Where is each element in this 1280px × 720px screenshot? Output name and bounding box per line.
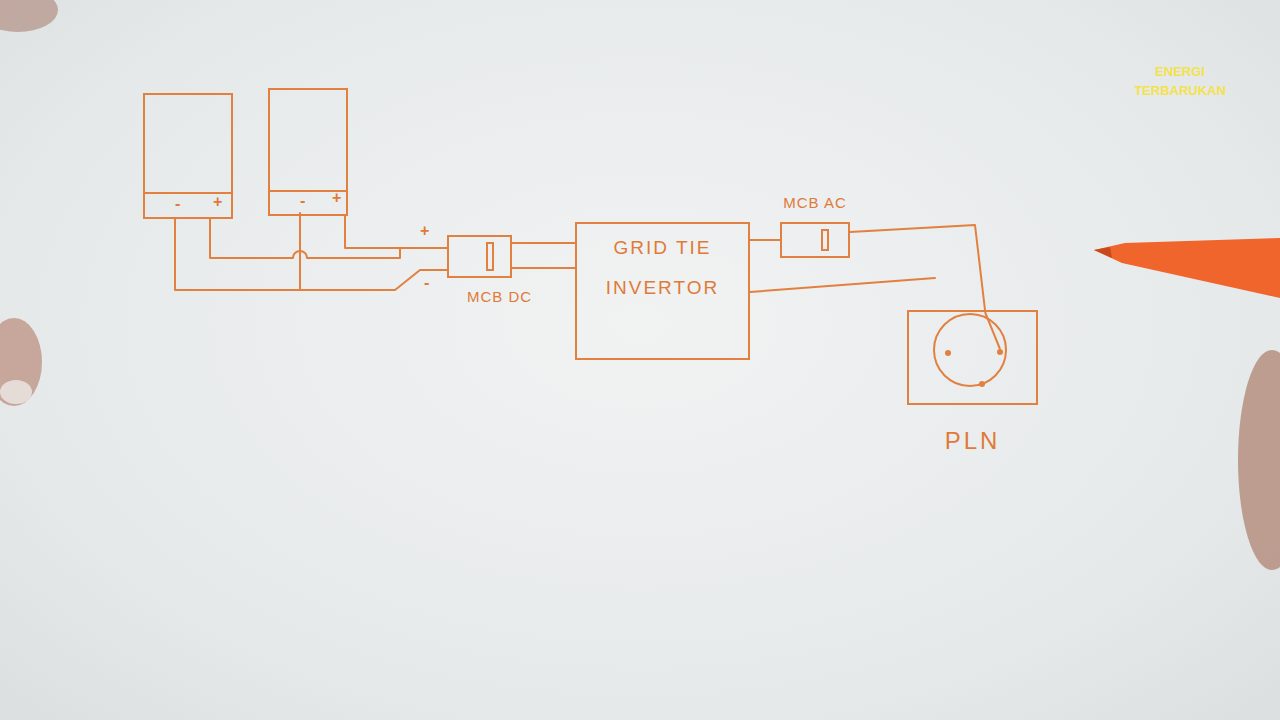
wire-connector [512, 242, 575, 244]
component-label: GRID TIE INVERTOR [588, 228, 738, 308]
socket-symbol [909, 312, 1036, 403]
polarity-label: + [420, 220, 429, 242]
wire-connector [750, 239, 780, 241]
component-label: PLN [945, 427, 1001, 455]
positive-wire [210, 218, 400, 258]
finger [0, 0, 58, 32]
component-label: MCB DC [467, 288, 532, 306]
mcb-breaker: MCB AC [780, 222, 850, 258]
polarity-label: - [300, 192, 305, 210]
solar-panel: -+ [143, 93, 233, 219]
breaker-toggle [821, 229, 829, 251]
polarity-label: - [175, 195, 180, 213]
socket-pin [945, 350, 951, 356]
inverter-box: GRID TIE INVERTOR [575, 222, 750, 360]
socket-pin [997, 349, 1003, 355]
socket-face [934, 314, 1006, 386]
phase-wire [985, 312, 1000, 349]
watermark: ENERGI TERBARUKAN [1130, 62, 1230, 100]
socket-pin [979, 381, 985, 387]
pencil [1094, 238, 1280, 298]
negative-wire [299, 213, 301, 290]
component-label: MCB AC [783, 194, 847, 212]
solar-panel: -+ [268, 88, 348, 216]
mcb-breaker: MCB DC [447, 235, 512, 278]
wire-connector [175, 219, 447, 290]
finger [0, 318, 42, 406]
wire-connector [850, 225, 985, 310]
fingernail [0, 380, 32, 404]
polarity-label: + [332, 189, 341, 207]
hand [1238, 350, 1280, 570]
pencil-tip [1094, 247, 1112, 258]
polarity-label: - [424, 272, 429, 294]
neutral-wire [750, 278, 935, 292]
wire-connector [345, 216, 447, 248]
socket-outlet: PLN [907, 310, 1038, 405]
polarity-label: + [213, 193, 222, 211]
breaker-toggle [486, 242, 494, 271]
dc-wire [512, 267, 575, 269]
